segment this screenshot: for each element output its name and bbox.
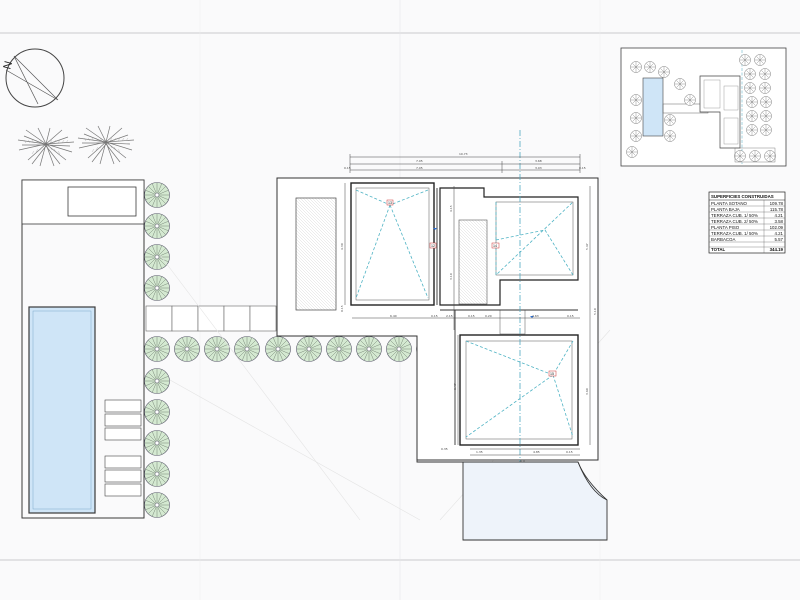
dim-top-left: 7.05	[416, 159, 423, 163]
dim-bottom-a: 1.35	[476, 450, 483, 454]
surface-row-value: 5.57	[774, 237, 783, 242]
surface-row-label: PLANTA BAJA	[711, 207, 740, 212]
dim-mid-d: 0.20	[485, 314, 492, 318]
palm-tree-icon	[17, 127, 75, 167]
dim-mid-left: 6.40	[390, 314, 397, 318]
dim-top-total: 10.73	[459, 152, 468, 156]
dimension-lines	[344, 154, 591, 456]
dim-bottom-b: 4.85	[533, 450, 540, 454]
outdoor-kitchen	[67, 186, 137, 217]
key-plan-pool	[642, 77, 664, 137]
dim-side-b: 3.10	[449, 273, 453, 280]
dim-side-h: 5.10	[593, 308, 597, 315]
dim-mid-f: 0.15	[567, 314, 574, 318]
surface-row-label: PLANTA PISO	[711, 225, 740, 230]
surface-row-value: 3.58	[774, 219, 783, 224]
surface-row-label: BARBACOA	[711, 237, 735, 242]
palm-tree-icon	[77, 125, 135, 165]
key-plan	[620, 47, 787, 167]
north-label: N	[1, 60, 15, 71]
dim-side-e: 5.47	[585, 243, 589, 250]
dim-side-g: 0.15	[340, 305, 344, 312]
sun-loungers	[104, 399, 142, 497]
dim-mid-c: 0.15	[468, 314, 475, 318]
room-marker-15: 15	[550, 372, 554, 376]
room-15	[459, 334, 579, 446]
covered-terrace	[295, 197, 337, 311]
swimming-pool	[28, 306, 96, 514]
dim-mid-e: 4.63	[532, 314, 539, 318]
dim-edge-right: 0.15	[579, 166, 586, 170]
garden-path	[145, 305, 277, 332]
surface-row-label: PLANTA SOTANO	[711, 201, 748, 206]
room-marker-14: 14	[493, 244, 497, 248]
surface-row-value: 102.09	[770, 225, 784, 230]
dim-top-right: 3.68	[535, 159, 542, 163]
surface-row-value: 115.78	[770, 207, 784, 212]
surface-table-title: SUPERFICIES CONSTRUIDAS	[711, 194, 774, 199]
room-marker-13: 13	[388, 201, 392, 205]
driveway	[462, 461, 608, 541]
dim-side-d: 4.30	[340, 243, 344, 250]
surface-row-value: 4.21	[774, 231, 783, 236]
dim-side-a: 4.15	[449, 205, 453, 212]
surface-total-label: TOTAL	[711, 247, 726, 252]
dim-edge-left: 0.15	[344, 166, 351, 170]
surface-row-label: TERRAZA CUB. 1/ 50%	[711, 213, 758, 218]
dim-bottom-total: 6.0	[520, 459, 525, 463]
room-marker-12: 12	[431, 244, 435, 248]
dim-bottom-c: 0.35	[441, 447, 448, 451]
surface-total-value: 344.19	[770, 247, 784, 252]
room-markers: 13 12 14 15	[386, 199, 557, 377]
north-arrow-icon: N	[1, 48, 65, 108]
house-plan	[276, 177, 599, 461]
surface-table: SUPERFICIES CONSTRUIDAS PLANTA SOTANO 10…	[708, 191, 786, 254]
dim-side-c: 3.47	[453, 383, 457, 390]
dim-side-f: 3.60	[585, 388, 589, 395]
dim-bottom-d: 0.15	[566, 450, 573, 454]
room-14	[439, 187, 579, 306]
surface-row-value: 109.78	[770, 201, 784, 206]
dim-top-right-inner: 3.03	[535, 166, 542, 170]
shrub-row	[174, 336, 442, 362]
surface-row-label: TERRAZA CUB. 2/ 50%	[711, 219, 758, 224]
dimension-texts: 10.73 7.05 3.68 7.05 3.03 0.15 0.15 6.40…	[340, 152, 597, 463]
surface-row-value: 4.21	[774, 213, 783, 218]
shrub-column	[144, 182, 170, 518]
dim-top-left-inner: 7.05	[416, 166, 423, 170]
surface-row-label: TERRAZA CUB. 1/ 50%	[711, 231, 758, 236]
dim-mid-b: 2.15	[446, 314, 453, 318]
dim-mid-a: 0.15	[431, 314, 438, 318]
